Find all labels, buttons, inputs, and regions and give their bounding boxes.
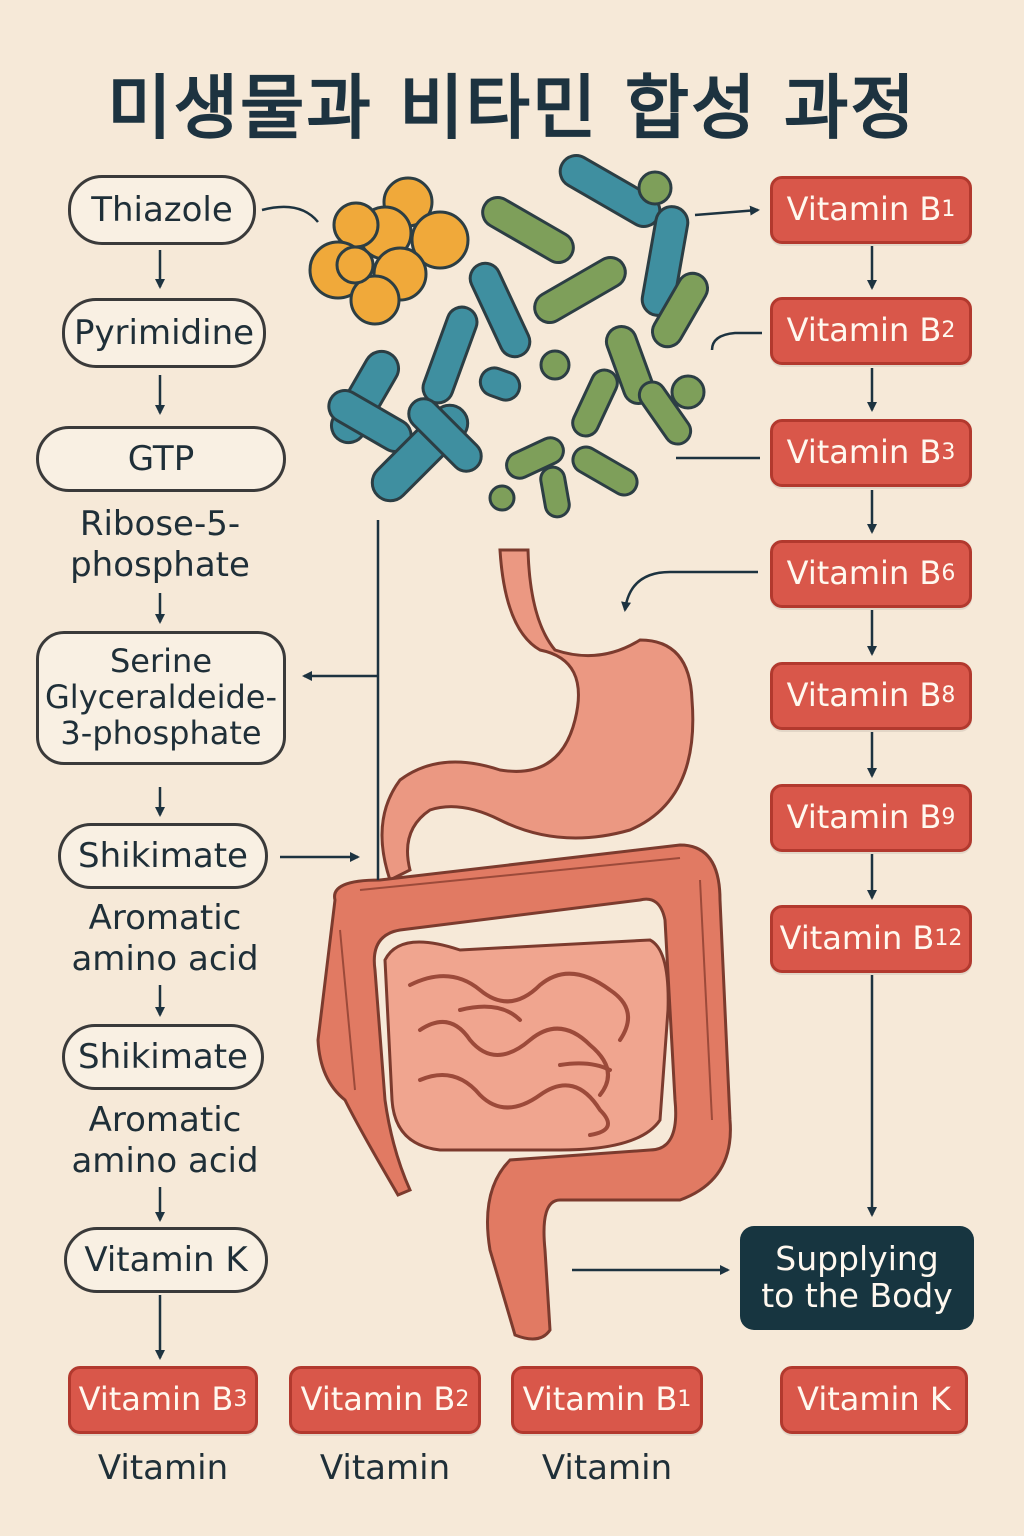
node-vitamin-k: Vitamin K xyxy=(64,1227,268,1293)
node-gtp: GTP xyxy=(36,426,286,492)
vitamin-b2-prefix: Vitamin B xyxy=(786,311,942,350)
vitamin-b2-subscript: 2 xyxy=(941,317,956,343)
node-serine: Serine Glyceraldeide- 3-phosphate xyxy=(36,631,286,765)
supply-line1: Supplying xyxy=(775,1239,939,1279)
vitamin-b1-prefix: Vitamin B xyxy=(786,190,942,229)
node-serine-line1: Serine xyxy=(109,642,212,681)
vitamin-b9-subscript: 9 xyxy=(941,804,956,830)
bottom-vitamin-b3-subscript: 3 xyxy=(233,1386,248,1412)
node-thiazole: Thiazole xyxy=(68,175,256,245)
node-vitamin-k-label: Vitamin K xyxy=(84,1239,248,1280)
node-ribose-line2: phosphate xyxy=(70,545,250,585)
node-pyrimidine-label: Pyrimidine xyxy=(73,312,255,353)
node-aromatic-1-line1: Aromatic xyxy=(88,898,242,939)
vitamin-b3-subscript: 3 xyxy=(941,439,956,465)
node-pyrimidine: Pyrimidine xyxy=(62,298,266,368)
node-shikimate-1-label: Shikimate xyxy=(78,835,248,876)
node-aromatic-1: Aromatic amino acid xyxy=(50,896,280,982)
bacteria-cluster-icon xyxy=(308,154,709,519)
node-gtp-label: GTP xyxy=(127,438,195,479)
node-ribose: Ribose-5- phosphate xyxy=(40,502,280,588)
vitamin-b1-subscript: 1 xyxy=(941,196,956,222)
node-aromatic-2: Aromatic amino acid xyxy=(50,1098,280,1184)
supply-box: Supplying to the Body xyxy=(740,1226,974,1330)
node-aromatic-2-line1: Aromatic xyxy=(88,1100,242,1141)
vitamin-b9-prefix: Vitamin B xyxy=(786,798,942,837)
bottom-vitamin-k-label: Vitamin K xyxy=(797,1380,951,1419)
node-serine-line2: Glyceraldeide- xyxy=(45,678,277,717)
bottom-caption-3: Vitamin xyxy=(541,1448,673,1488)
node-ribose-line1: Ribose-5- xyxy=(79,504,241,545)
bottom-vitamin-b1-prefix: Vitamin B xyxy=(522,1380,678,1419)
node-shikimate-2: Shikimate xyxy=(62,1024,264,1090)
node-shikimate-2-label: Shikimate xyxy=(78,1036,248,1077)
node-serine-line3: 3-phosphate xyxy=(60,713,262,752)
node-shikimate-1: Shikimate xyxy=(58,823,268,889)
node-thiazole-label: Thiazole xyxy=(91,189,233,230)
vitamin-b6-prefix: Vitamin B xyxy=(786,554,942,593)
bottom-vitamin-k-box: Vitamin K xyxy=(780,1366,968,1434)
vitamin-b3-prefix: Vitamin B xyxy=(786,433,942,472)
vitamin-b12-subscript: 12 xyxy=(934,925,963,951)
bottom-vitamin-b1-subscript: 1 xyxy=(677,1386,692,1412)
bottom-caption-2: Vitamin xyxy=(319,1448,451,1488)
stomach-icon xyxy=(380,548,695,883)
vitamin-b8-prefix: Vitamin B xyxy=(786,676,942,715)
bottom-vitamin-b2-subscript: 2 xyxy=(455,1386,470,1412)
bottom-vitamin-b3-prefix: Vitamin B xyxy=(78,1380,234,1419)
vitamin-b12-prefix: Vitamin B xyxy=(779,919,935,958)
large-intestine-icon xyxy=(316,843,732,1341)
node-aromatic-2-line2: amino acid xyxy=(71,1141,259,1181)
bottom-caption-1: Vitamin xyxy=(97,1448,229,1488)
vitamin-b6-subscript: 6 xyxy=(941,560,956,586)
supply-line2: to the Body xyxy=(761,1276,953,1315)
node-aromatic-1-line2: amino acid xyxy=(71,939,259,979)
bottom-vitamin-b2-prefix: Vitamin B xyxy=(300,1380,456,1419)
vitamin-b8-subscript: 8 xyxy=(941,682,956,708)
page-title: 미생물과 비타민 합성 과정 xyxy=(107,67,917,149)
